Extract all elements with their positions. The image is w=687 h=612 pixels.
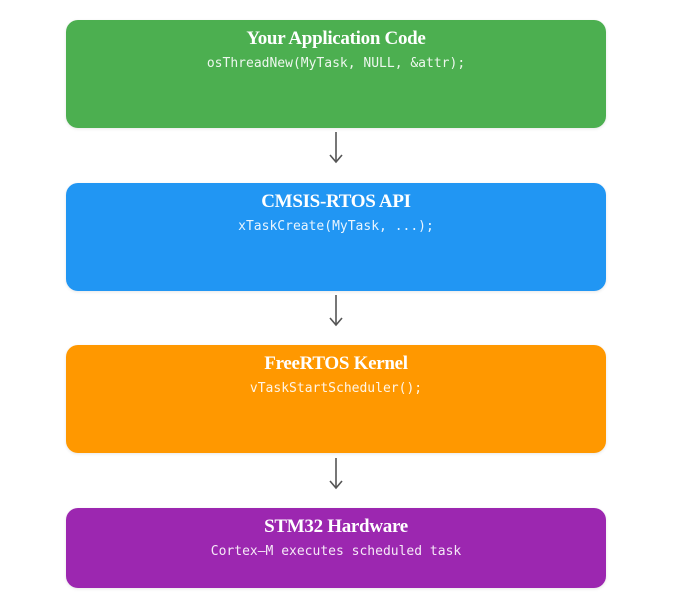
stm32-hardware-layer: STM32 Hardware Cortex—M executes schedul… xyxy=(66,508,606,588)
layer-code: Cortex—M executes scheduled task xyxy=(210,544,462,559)
layer-title: STM32 Hardware xyxy=(264,516,408,537)
freertos-kernel-layer: FreeRTOS Kernel vTaskStartScheduler(); xyxy=(66,345,606,453)
layer-title: FreeRTOS Kernel xyxy=(264,353,408,374)
layer-title: Your Application Code xyxy=(246,28,426,49)
layer-title: CMSIS-RTOS API xyxy=(261,191,411,212)
layer-code: vTaskStartScheduler(); xyxy=(249,381,423,396)
arrow-down-icon xyxy=(329,458,343,490)
layer-code: osThreadNew(MyTask, NULL, &attr); xyxy=(206,56,466,71)
cmsis-rtos-api-layer: CMSIS-RTOS API xTaskCreate(MyTask, ...); xyxy=(66,183,606,291)
arrow-down-icon xyxy=(329,295,343,327)
layer-code: xTaskCreate(MyTask, ...); xyxy=(238,219,434,234)
arrow-down-icon xyxy=(329,132,343,164)
application-code-layer: Your Application Code osThreadNew(MyTask… xyxy=(66,20,606,128)
